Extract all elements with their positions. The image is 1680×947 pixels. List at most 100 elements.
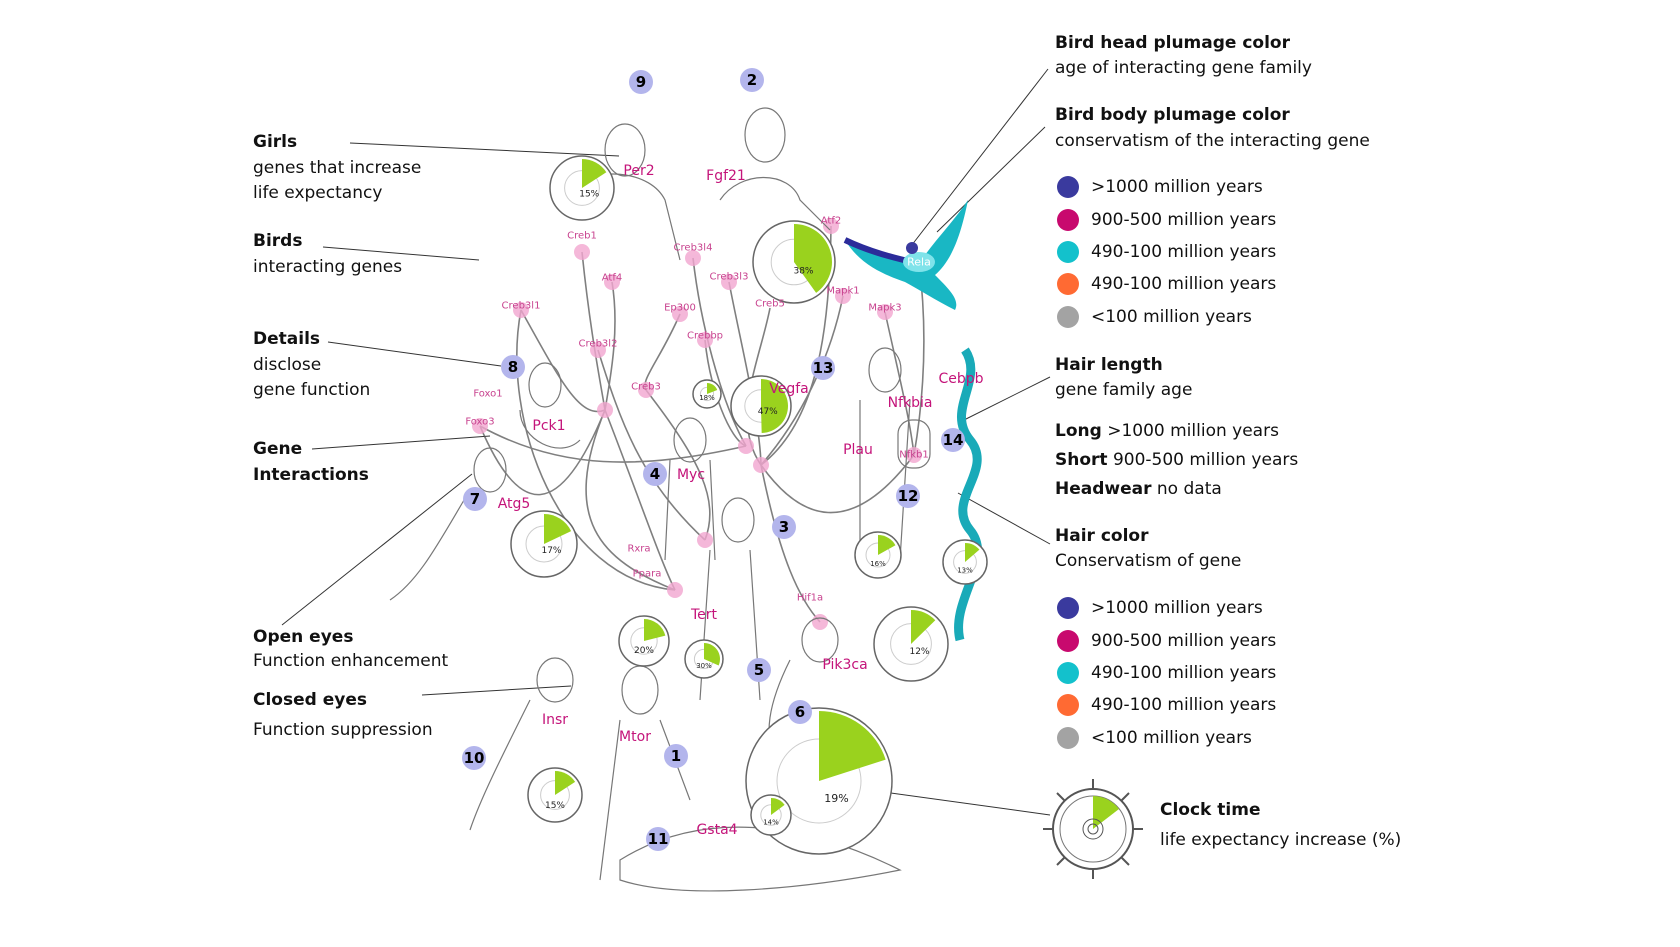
clock-time-desc: life expectancy increase (%) <box>1160 830 1402 850</box>
details-desc-2: gene function <box>253 380 371 400</box>
bird-gene-label: Mapk1 <box>826 285 860 297</box>
number-badge: 1 <box>664 744 688 768</box>
clock-gauge: 20% <box>618 615 670 667</box>
gene-label: Cebpb <box>938 371 984 387</box>
color-swatch <box>1057 209 1079 231</box>
closed-eyes-desc: Function suppression <box>253 720 433 740</box>
clock-percent-label: 13% <box>957 566 973 574</box>
clock-gauge: 13% <box>942 539 988 585</box>
open-eyes-title: Open eyes <box>253 627 354 647</box>
bird-gene-label: Ppara <box>632 568 662 580</box>
scale-label: 900-500 million years <box>1091 210 1277 230</box>
clock-percent-label: 38% <box>793 266 813 276</box>
gene-label: Vegfa <box>769 381 809 397</box>
number-badge: 11 <box>646 827 670 851</box>
color-swatch <box>1057 727 1079 749</box>
clock-gauge: 12% <box>873 606 949 682</box>
clock-gauge: 18% <box>692 379 722 409</box>
closed-eyes-title: Closed eyes <box>253 690 367 710</box>
details-title: Details <box>253 329 321 349</box>
hair-length-title: Hair length <box>1055 355 1163 375</box>
scale-label: 490-100 million years <box>1091 695 1277 715</box>
clock-wedge <box>794 224 832 293</box>
color-swatch <box>1057 597 1079 619</box>
color-swatch <box>1057 176 1079 198</box>
number-badge: 12 <box>896 484 920 508</box>
number-badge: 6 <box>788 700 812 724</box>
gene-label: Insr <box>541 712 569 728</box>
number-badge: 14 <box>941 428 965 452</box>
clock-percent-label: 16% <box>870 560 886 568</box>
bird-gene-label: Foxo3 <box>465 416 495 428</box>
gene-label: Per2 <box>623 163 655 179</box>
interactions-title-2: Interactions <box>253 465 369 485</box>
clock-wedge <box>582 159 607 188</box>
interactions-title-1: Gene <box>253 439 303 459</box>
bird-gene-label: Hif1a <box>796 592 824 604</box>
girls-desc-2: life expectancy <box>253 183 383 203</box>
bird-gene-label: Foxo1 <box>473 388 503 400</box>
number-badge: 7 <box>463 487 487 511</box>
bird-gene-label: Creb3l4 <box>673 242 713 254</box>
clock-gauge: 14% <box>750 794 792 836</box>
clock-percent-label: 17% <box>541 546 561 556</box>
bird-gene-label: Crebbp <box>686 330 724 342</box>
bird-gene-label: Nfkb1 <box>899 449 929 461</box>
color-swatch <box>1057 306 1079 328</box>
scale-label: 900-500 million years <box>1091 631 1277 651</box>
number-badge: 10 <box>462 746 486 770</box>
clock-wedge <box>707 383 718 394</box>
clock-percent-label: 19% <box>824 792 848 805</box>
gene-label: Nfkbia <box>887 395 933 411</box>
color-swatch <box>1057 694 1079 716</box>
gene-label: Mtor <box>619 729 651 745</box>
scale-label: 490-100 million years <box>1091 274 1277 294</box>
gene-label: Gsta4 <box>696 822 738 838</box>
gene-label: Atg5 <box>497 496 531 512</box>
hair-row-long: Long >1000 million years <box>1055 421 1279 441</box>
clock-time-title: Clock time <box>1160 800 1261 820</box>
girls-desc-1: genes that increase <box>253 158 422 178</box>
gene-label: Fgf21 <box>706 168 746 184</box>
birds-desc: interacting genes <box>253 257 403 277</box>
clock-wedge <box>819 711 886 781</box>
bird-gene-label: Atf2 <box>820 215 842 227</box>
open-eyes-desc: Function enhancement <box>253 651 449 671</box>
clock-wedge <box>544 514 572 544</box>
number-badge: 5 <box>747 658 771 682</box>
clock-gauge: 15% <box>549 155 615 221</box>
clock-wedge <box>644 619 666 641</box>
number-badge: 9 <box>629 70 653 94</box>
bird-body-title: Bird body plumage color <box>1055 105 1290 125</box>
clock-wedge <box>704 643 720 666</box>
hair-color-title: Hair color <box>1055 526 1149 546</box>
clock-wedge <box>761 379 789 433</box>
bird-gene-label: Mapk3 <box>868 302 902 314</box>
gene-label: Plau <box>843 442 873 458</box>
bird-gene-label: Ep300 <box>664 302 696 314</box>
bird-gene-label: Atf4 <box>601 272 623 284</box>
scale-label: >1000 million years <box>1091 177 1263 197</box>
hair-length-desc: gene family age <box>1055 380 1193 400</box>
bird-head-title: Bird head plumage color <box>1055 33 1290 53</box>
bird-gene-label: Creb1 <box>567 230 597 242</box>
clock-percent-label: 12% <box>909 647 929 657</box>
girls-title: Girls <box>253 132 298 152</box>
scale-label: 490-100 million years <box>1091 242 1277 262</box>
bird-body-desc: conservatism of the interacting gene <box>1055 131 1370 151</box>
clock-gauge: 38% <box>752 220 836 304</box>
clock-wedge <box>965 543 980 562</box>
color-swatch <box>1057 241 1079 263</box>
clock-gauge: 15% <box>527 767 583 823</box>
clock-legend-icon <box>1043 779 1143 879</box>
bird-gene-label: Creb3l3 <box>709 271 749 283</box>
number-badge: 8 <box>501 355 525 379</box>
scale-label: >1000 million years <box>1091 598 1263 618</box>
number-badge: 13 <box>811 356 835 380</box>
gene-label: Tert <box>690 607 718 623</box>
leader-lines <box>281 68 1051 816</box>
hair-color-desc: Conservatism of gene <box>1055 551 1242 571</box>
bird-head-desc: age of interacting gene family <box>1055 58 1312 78</box>
clock-wedge <box>911 609 936 644</box>
